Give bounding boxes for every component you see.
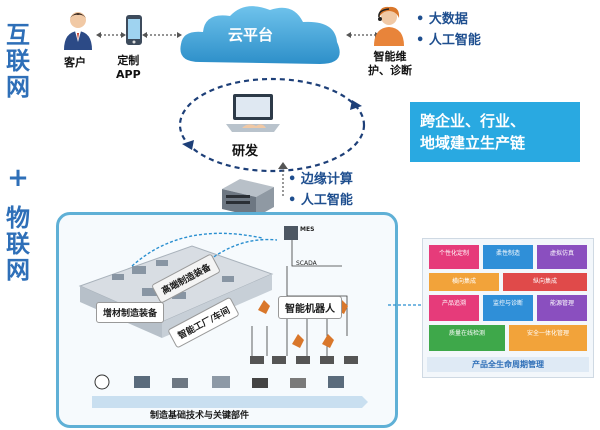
- iot-heading-char-2: 网: [6, 256, 30, 284]
- lifecycle-grid: 个性化定制柔性制造虚拟仿真横向集成纵向集成产品追溯监控与诊断能源管理质量在线检测…: [423, 239, 593, 357]
- cycle-arrows: [178, 77, 366, 173]
- production-chain-box: 跨企业、行业、 地域建立生产链: [410, 102, 580, 162]
- lifecycle-cell-9: 安全一体化管理: [509, 325, 587, 351]
- additive-manufacturing-tag: 增材制造装备: [96, 302, 165, 323]
- customer-icon: [64, 12, 92, 50]
- plus-sign: +: [7, 163, 29, 193]
- customer-label: 客户: [64, 56, 86, 69]
- iot-heading-text: 物联网: [4, 205, 32, 283]
- edge-server-icon: [222, 179, 274, 217]
- maintenance-label: 智能维护、诊断: [368, 50, 412, 78]
- chain-line-1: 跨企业、行业、: [420, 112, 526, 130]
- bullet-edge-computing: • 边缘计算: [288, 172, 353, 187]
- lifecycle-cell-2: 虚拟仿真: [537, 245, 587, 269]
- bullet-edge-ai: • 人工智能: [288, 193, 353, 208]
- edge-uplink-arrow: [278, 162, 288, 196]
- internet-heading-text: 互联网: [4, 22, 32, 100]
- lifecycle-connector: [388, 304, 422, 306]
- lifecycle-cell-1: 柔性制造: [483, 245, 533, 269]
- edge-bullet-list: • 边缘计算 • 人工智能: [288, 168, 353, 208]
- internet-heading: 互联网: [4, 22, 32, 100]
- iot-heading-char-1: 联: [6, 230, 30, 258]
- rnd-label: 研发: [232, 144, 259, 159]
- mes-label: MES: [300, 226, 315, 233]
- internet-heading-char-1: 联: [6, 47, 30, 75]
- phone-icon: [126, 15, 142, 45]
- maintenance-agent-icon: [374, 6, 404, 46]
- bullet-ai: • 人工智能: [416, 33, 481, 48]
- bullet-big-data: • 大数据: [416, 12, 468, 27]
- custom-app-line-1: APP: [116, 68, 141, 81]
- internet-heading-char-0: 互: [6, 21, 30, 49]
- lifecycle-cell-8: 质量在线检测: [429, 325, 505, 351]
- lifecycle-cell-6: 监控与诊断: [483, 295, 533, 321]
- laptop-icon: [226, 94, 280, 132]
- lifecycle-cell-7: 能源管理: [537, 295, 587, 321]
- cloud-shape: [180, 6, 340, 64]
- lifecycle-cell-3: 横向集成: [429, 273, 499, 291]
- lifecycle-cell-4: 纵向集成: [503, 273, 587, 291]
- lifecycle-footer: 产品全生命周期管理: [427, 357, 589, 372]
- smart-robot-tag: 智能机器人: [278, 296, 342, 319]
- cloud-platform-label: 云平台: [228, 26, 274, 44]
- scada-label: SCADA: [296, 260, 317, 267]
- maintenance-line-1: 护、诊断: [368, 64, 412, 77]
- iot-heading-char-0: 物: [6, 204, 30, 232]
- top-bullet-list: • 大数据 • 人工智能: [416, 8, 481, 48]
- internet-heading-char-2: 网: [6, 73, 30, 101]
- lifecycle-panel: 个性化定制柔性制造虚拟仿真横向集成纵向集成产品追溯监控与诊断能源管理质量在线检测…: [422, 238, 594, 378]
- foundation-label: 制造基础技术与关键部件: [150, 411, 250, 421]
- chain-line-2: 地域建立生产链: [420, 134, 526, 152]
- maintenance-line-0: 智能维: [373, 50, 407, 63]
- custom-app-line-0: 定制: [117, 54, 140, 67]
- top-connectors: [96, 32, 380, 38]
- lifecycle-cell-5: 产品追溯: [429, 295, 479, 321]
- iot-heading: 物联网: [4, 205, 32, 283]
- lifecycle-cell-0: 个性化定制: [429, 245, 479, 269]
